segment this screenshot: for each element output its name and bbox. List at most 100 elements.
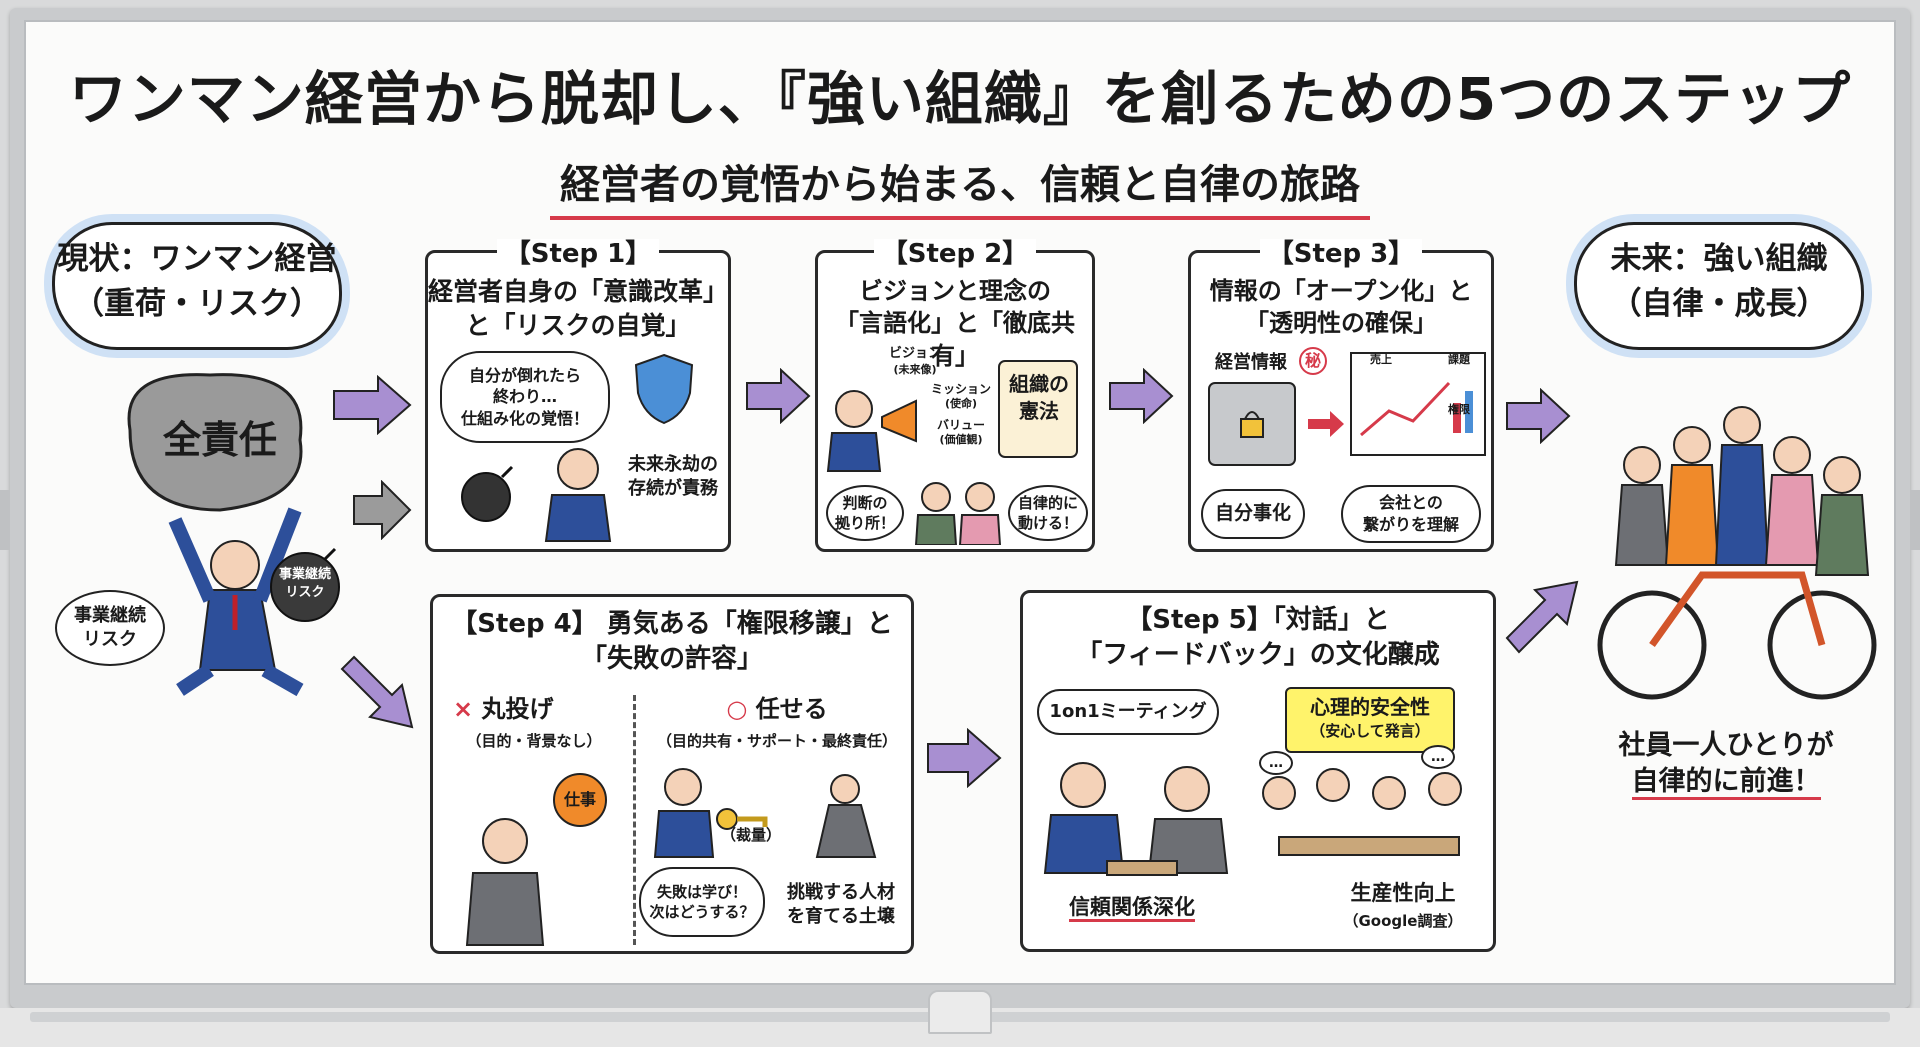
step3-bubble-left: 自分事化 (1201, 489, 1305, 539)
step5-tag: 【Step 5】 (1126, 605, 1273, 635)
step3-bubble-right-2: 繋がりを理解 (1362, 515, 1459, 534)
dots-bubble-2: … (1421, 745, 1455, 769)
page-subtitle: 経営者の覚悟から始まる、信頼と自律の旅路 (0, 152, 1920, 220)
boulder (127, 373, 303, 512)
step4-tag: 【Step 4】 (451, 609, 598, 639)
label-value: バリュー (価値観) (926, 417, 996, 448)
good-mark: ○ (726, 695, 748, 723)
step4-caption: 挑戦する人材 を育てる土壌 (773, 881, 909, 930)
step4-panel: 【Step 4】 勇気ある「権限移譲」と 「失敗の許容」 × 丸投げ （目的・背… (430, 594, 914, 954)
bike-wheel-back (1767, 590, 1877, 700)
step2-bubble-right-1: 自律的に (1017, 493, 1078, 512)
step1-caption: 未来永劫の 存続が責務 (618, 453, 728, 502)
step4-caption-2: を育てる土壌 (787, 906, 895, 928)
step5-caption-right-1: 生産性向上 (1350, 881, 1456, 905)
bike-frame (1649, 571, 1826, 648)
ceo-legs (176, 663, 304, 697)
safety-line-2: （安心して発言） (1310, 722, 1430, 740)
step1-panel: 【Step 1】 経営者自身の「意識改革」 と「リスクの自覚」 自分が倒れたら … (425, 239, 731, 552)
arrow-step1-to-step2 (746, 368, 811, 424)
step1-thought-2: 終わり… (492, 387, 557, 407)
right-mount (1910, 490, 1920, 550)
dots-bubble-1: … (1259, 751, 1293, 775)
subtitle-text: 経営者の覚悟から始まる、信頼と自律の旅路 (550, 152, 1370, 220)
step2-title-1: ビジョンと理念の (859, 277, 1051, 305)
step5-title-2: 「フィードバック」の文化醸成 (1076, 640, 1440, 671)
label-value-main: バリュー (936, 418, 985, 432)
step4-bubble: 失敗は学び！ 次はどうする？ (639, 867, 765, 937)
bomb-icon (270, 547, 340, 622)
arrow-gray (353, 480, 412, 540)
step1-tag: 【Step 1】 (496, 239, 660, 269)
future-heading-1: 未来：強い組織 (1610, 241, 1828, 277)
ceo-head (210, 540, 260, 590)
key-handover-icon (653, 768, 768, 858)
risk-bubble-2: リスク (83, 629, 137, 650)
future-caption: 社員一人ひとりが 自律的に前進！ (1576, 728, 1876, 801)
step4-title-line1: 勇気ある「権限移譲」と (606, 609, 893, 639)
rider-4-head (1773, 436, 1811, 474)
bomb-label: 事業継続 リスク (268, 566, 342, 601)
rider-2-body (1664, 464, 1720, 566)
step3-bubble-right: 会社との 繋がりを理解 (1341, 485, 1481, 543)
current-state-cloud: 現状：ワンマン経営 （重荷・リスク） (52, 222, 342, 350)
arrow-step4-to-step5 (927, 728, 1002, 788)
secret-mark: 秘 (1299, 347, 1327, 375)
chart-board-icon (1350, 352, 1486, 456)
step4-bubble-1: 失敗は学び！ (656, 882, 747, 901)
rider-5-body (1814, 494, 1870, 576)
step4-caption-1: 挑戦する人材 (787, 882, 895, 903)
step3-title-2: 「透明性の確保」 (1245, 309, 1437, 338)
bad-label: 丸投げ (481, 695, 554, 723)
bomb-label-1: 事業継続 (278, 567, 331, 582)
bad-sub: （目的・背景なし） (466, 732, 602, 750)
label-mission: ミッション (使命) (926, 381, 996, 412)
scroll-label: 組織の 憲法 (998, 371, 1080, 425)
bad-mark: × (453, 695, 474, 723)
arrow-to-step4 (340, 655, 414, 729)
arrow-red-icon (1308, 411, 1344, 437)
step1-thought-1: 自分が倒れたら (468, 365, 581, 385)
step3-bubble-right-1: 会社との (1379, 493, 1443, 513)
step4-title-1: 【Step 4】 勇気ある「権限移譲」と (433, 607, 911, 642)
step5-caption-left: 信頼関係深化 (1037, 893, 1227, 922)
arrow-to-step1 (333, 375, 412, 435)
step2-tag: 【Step 2】 (873, 239, 1037, 269)
megaphone-ceo-icon (826, 390, 917, 472)
step2-panel: 【Step 2】 ビジョンと理念の 「言語化」と「徹底共有」 ビジョン (未来像… (815, 239, 1095, 552)
step1-caption-1: 未来永劫の (628, 454, 718, 475)
step4-bubble-2: 次はどうする？ (649, 903, 755, 921)
employees-icon (914, 482, 1002, 545)
one-on-one-icon (1043, 762, 1229, 876)
arrow-step2-to-step3 (1109, 368, 1174, 424)
risk-bubble-1: 事業継続 (74, 604, 146, 626)
step4-title-2: 「失敗の許容」 (580, 644, 763, 675)
left-mount (0, 490, 10, 550)
future-heading-2: （自律・成長） (1610, 285, 1828, 322)
step1-thought-3: 仕組み化の覚悟！ (460, 408, 589, 428)
page-title: ワンマン経営から脱却し、『強い組織』を創るための5つのステップ (68, 65, 1852, 133)
rider-5-head (1823, 456, 1861, 494)
good-heading: ○ 任せる (647, 693, 907, 725)
step2-bubble-left-2: 拠り所！ (834, 514, 895, 532)
boulder-label: 全責任 (162, 418, 277, 462)
step1-caption-2: 存続が責務 (628, 478, 718, 500)
meeting-bubble: 1on1ミーティング (1037, 689, 1219, 735)
good-sub: （目的共有・サポート・最終責任） (656, 732, 897, 750)
scroll-label-1: 組織の (1009, 372, 1069, 396)
bomb-icon-step1 (461, 465, 514, 522)
safe-icon (1208, 382, 1296, 466)
board-authority: 権限 (1448, 403, 1470, 416)
step5-title-line1: 「対話」と (1272, 605, 1390, 635)
rider-3-head (1723, 406, 1761, 444)
label-vision-sub: (未来像) (893, 362, 937, 376)
board-issue: 課題 (1448, 353, 1470, 366)
step2-bubble-right-2: 動ける！ (1017, 514, 1078, 532)
arrow-step3-to-future (1506, 388, 1571, 444)
label-mission-sub: (使命) (944, 397, 978, 411)
future-caption-2-text: 自律的に前進！ (1631, 766, 1821, 801)
step2-bubble-left: 判断の 拠り所！ (826, 485, 904, 541)
scroll-label-2: 憲法 (1019, 399, 1059, 423)
worried-ceo-icon (544, 448, 612, 542)
step3-panel: 【Step 3】 情報の「オープン化」と 「透明性の確保」 経営情報 秘 売上 … (1188, 239, 1494, 552)
